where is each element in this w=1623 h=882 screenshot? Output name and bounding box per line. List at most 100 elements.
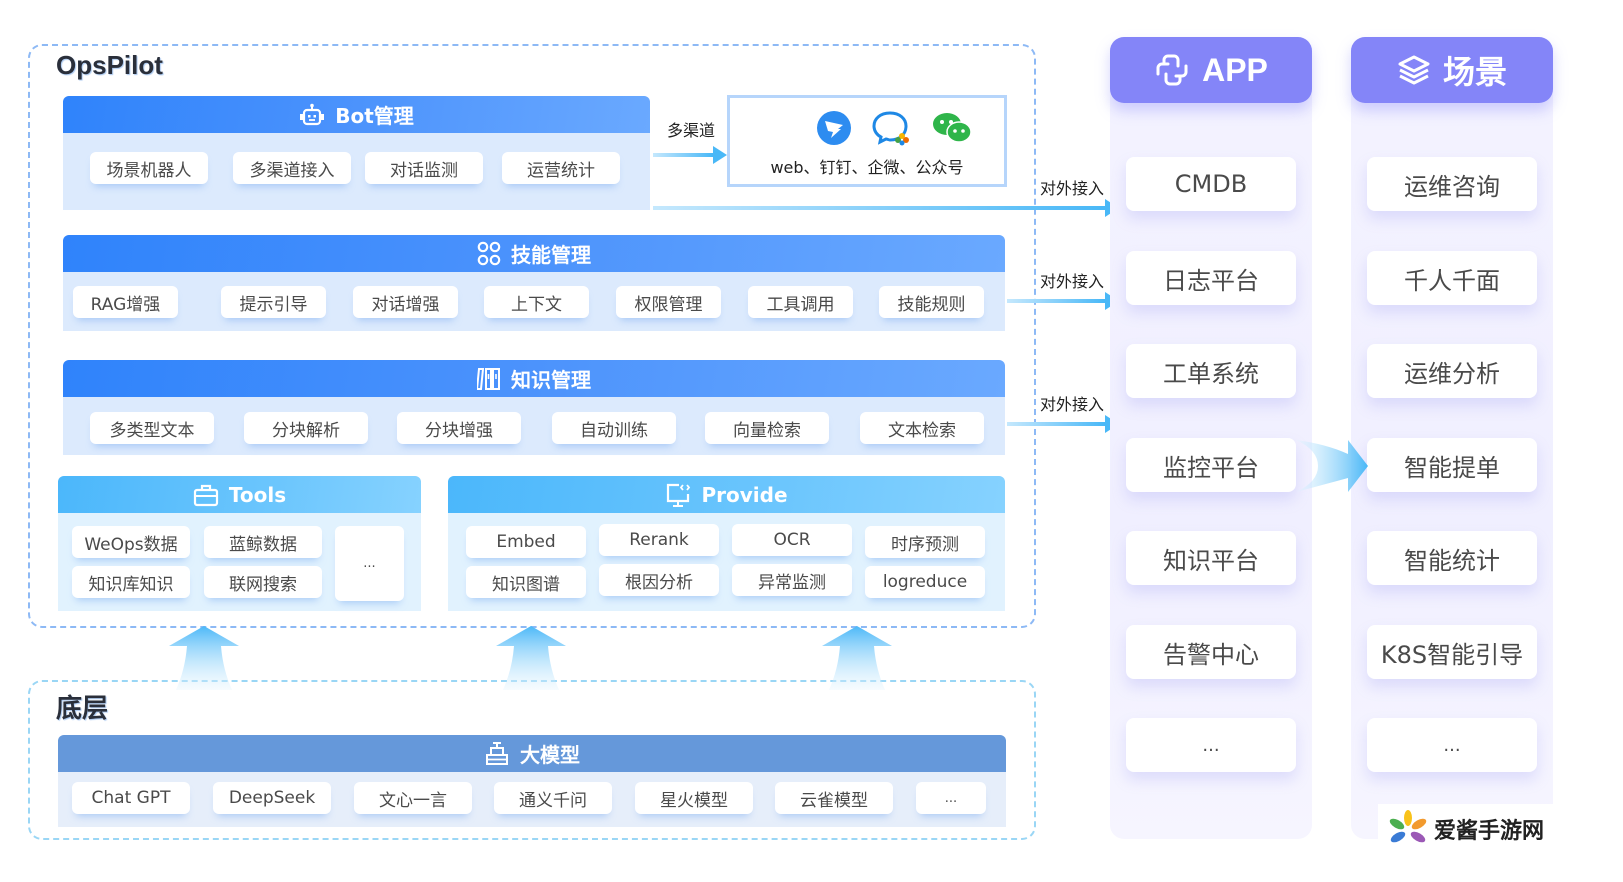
toolbox-icon [193,483,219,507]
up-arrow [496,626,566,690]
skills-panel-title: 技能管理 [511,243,591,267]
app-link-icon [1154,52,1190,88]
base-layer-title: 底层 [56,693,109,723]
bot-panel-title: Bot管理 [335,104,414,128]
bot-item[interactable]: 对话监测 [365,152,483,184]
skill-item[interactable]: 技能规则 [879,286,984,318]
app-item[interactable]: 日志平台 [1126,251,1296,305]
watermark: 爱酱手游网 [1378,804,1568,854]
scene-column: 场景 运维咨询 千人千面 运维分析 智能提单 智能统计 K8S智能引导 ... [1351,37,1553,839]
layers-icon [1397,54,1431,86]
multi-channel-arrow [653,146,727,164]
models-panel: 大模型 Chat GPT DeepSeek 文心一言 通义千问 星火模型 云雀模… [58,735,1006,827]
provide-item[interactable]: Embed [466,526,586,558]
tool-item[interactable]: WeOps数据 [72,526,190,558]
skill-item[interactable]: RAG增强 [73,286,178,318]
app-item[interactable]: 知识平台 [1126,531,1296,585]
skill-item[interactable]: 工具调用 [748,286,853,318]
provide-item[interactable]: logreduce [865,566,985,598]
bot-item[interactable]: 多渠道接入 [233,152,351,184]
dingtalk-icon [816,110,852,146]
app-item[interactable]: 监控平台 [1126,438,1296,492]
knowledge-item[interactable]: 向量检索 [705,412,829,444]
skill-item[interactable]: 上下文 [484,286,589,318]
channel-list-text: web、钉钉、企微、公众号 [770,158,964,177]
model-item[interactable]: Chat GPT [72,782,190,814]
scene-column-title: 场景 [1442,54,1507,90]
provide-panel: Provide Embed Rerank OCR 时序预测 知识图谱 根因分析 … [448,476,1005,611]
tools-panel: Tools WeOps数据 蓝鲸数据 知识库知识 联网搜索 ... [58,476,421,611]
app-column-title: APP [1202,51,1268,88]
bot-item[interactable]: 运营统计 [502,152,620,184]
provide-item[interactable]: 根因分析 [599,564,719,596]
provide-item[interactable]: 时序预测 [865,526,985,558]
scene-item[interactable]: 千人千面 [1367,251,1537,305]
skill-item[interactable]: 对话增强 [353,286,458,318]
provide-panel-title: Provide [701,482,788,507]
provide-item[interactable]: 知识图谱 [466,566,586,598]
scene-item[interactable]: 智能提单 [1367,438,1537,492]
model-item[interactable]: 星火模型 [635,782,753,814]
knowledge-panel: 知识管理 多类型文本 分块解析 分块增强 自动训练 向量检索 文本检索 [63,360,1005,455]
books-icon [477,366,501,392]
grid-dots-icon [477,241,501,267]
provide-item[interactable]: OCR [732,524,852,556]
wecom-icon [872,110,912,146]
up-arrow [169,626,239,690]
external-access-arrow [653,199,1119,217]
app-item[interactable]: CMDB [1126,157,1296,211]
models-panel-header[interactable]: 大模型 [58,735,1006,772]
scene-item-more[interactable]: ... [1367,718,1537,772]
skill-item[interactable]: 权限管理 [616,286,721,318]
tool-item-more[interactable]: ... [335,526,404,601]
app-item[interactable]: 告警中心 [1126,625,1296,679]
scene-column-header[interactable]: 场景 [1351,37,1553,103]
tools-panel-title: Tools [228,482,287,507]
wechat-icon [932,111,972,145]
external-access-label: 对外接入 [1040,179,1105,198]
model-item[interactable]: 文心一言 [354,782,472,814]
up-arrow [822,626,892,690]
external-access-label: 对外接入 [1040,272,1105,291]
knowledge-item[interactable]: 分块增强 [397,412,521,444]
opspilot-title: OpsPilot [56,50,163,80]
external-access-arrow [1007,415,1119,433]
scene-item[interactable]: 智能统计 [1367,531,1537,585]
model-item[interactable]: 通义千问 [494,782,612,814]
scene-item[interactable]: 运维咨询 [1367,157,1537,211]
provide-item[interactable]: 异常监测 [732,564,852,596]
tool-item[interactable]: 蓝鲸数据 [204,526,322,558]
external-access-arrow [1007,292,1119,310]
scene-item[interactable]: 运维分析 [1367,344,1537,398]
robot-icon [299,103,325,127]
models-panel-title: 大模型 [520,743,580,767]
provide-item[interactable]: Rerank [599,524,719,556]
bot-panel-header[interactable]: Bot管理 [63,96,650,133]
app-item-more[interactable]: ... [1126,718,1296,772]
bot-item[interactable]: 场景机器人 [90,152,208,184]
knowledge-panel-header[interactable]: 知识管理 [63,360,1005,397]
knowledge-panel-title: 知识管理 [511,368,591,392]
bot-panel: Bot管理 场景机器人 多渠道接入 对话监测 运营统计 [63,96,650,210]
tools-panel-header[interactable]: Tools [58,476,421,513]
flower-logo-icon [1388,809,1428,849]
skills-panel-header[interactable]: 技能管理 [63,235,1005,272]
scene-item[interactable]: K8S智能引导 [1367,625,1537,679]
multi-channel-label: 多渠道 [667,121,716,140]
model-item[interactable]: DeepSeek [213,782,331,814]
app-column-header[interactable]: APP [1110,37,1312,103]
model-stack-icon [484,741,510,767]
knowledge-item[interactable]: 文本检索 [860,412,984,444]
knowledge-item[interactable]: 分块解析 [244,412,368,444]
knowledge-item[interactable]: 自动训练 [552,412,676,444]
skill-item[interactable]: 提示引导 [221,286,326,318]
app-item[interactable]: 工单系统 [1126,344,1296,398]
tool-item[interactable]: 联网搜索 [204,566,322,598]
knowledge-item[interactable]: 多类型文本 [90,412,214,444]
app-column: APP CMDB 日志平台 工单系统 监控平台 知识平台 告警中心 ... [1110,37,1312,839]
provide-panel-header[interactable]: Provide [448,476,1005,513]
model-item-more[interactable]: ... [916,782,986,814]
tool-item[interactable]: 知识库知识 [72,566,190,598]
model-item[interactable]: 云雀模型 [775,782,893,814]
app-to-scene-arrow [1296,440,1368,492]
